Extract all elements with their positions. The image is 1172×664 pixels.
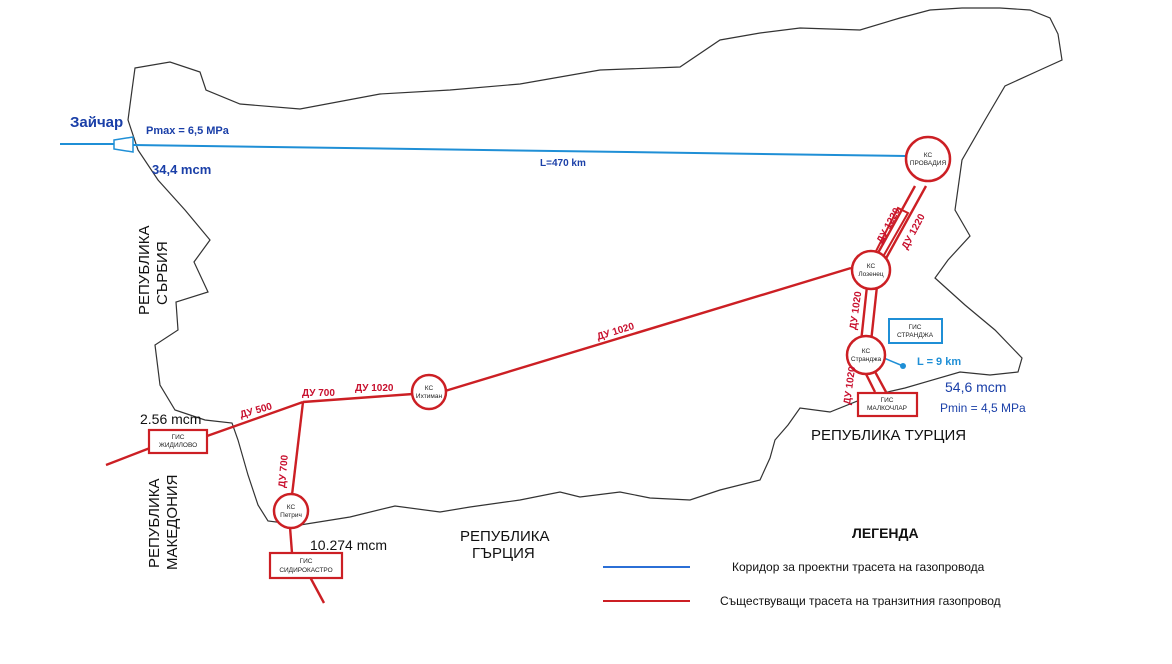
pipe-label: ДУ 1020	[848, 290, 864, 330]
svg-text:КС: КС	[862, 348, 871, 355]
station-sidirokastro: ГИС СИДИРОКАСТРО	[268, 551, 344, 580]
country-greece: ГЪРЦИЯ	[472, 545, 535, 562]
pmax-label: Pmax = 6,5 MPa	[146, 125, 230, 137]
corridor-pipeline	[60, 136, 907, 369]
svg-text:ПРОВАДИЯ: ПРОВАДИЯ	[910, 160, 947, 167]
svg-text:КС: КС	[287, 504, 296, 511]
svg-text:КС: КС	[924, 152, 933, 159]
country-greece: РЕПУБЛИКА	[460, 528, 550, 545]
pipe-label: ДУ 1020	[355, 383, 394, 394]
mcm-zhidilovo: 2.56 mcm	[140, 411, 201, 427]
length-main: L=470 km	[540, 158, 586, 169]
length-short: L = 9 km	[917, 356, 961, 368]
country-macedonia: МАКЕДОНИЯ	[164, 474, 181, 570]
station-ihtiman: КС Ихтиман	[410, 373, 448, 411]
station-lozenets: КС Лозенец	[850, 249, 892, 291]
svg-text:СТРАНДЖА: СТРАНДЖА	[897, 332, 934, 339]
svg-text:ЖИДИЛОВО: ЖИДИЛОВО	[159, 442, 197, 449]
pmin-label: Pmin = 4,5 MPa	[940, 401, 1026, 415]
country-turkey: РЕПУБЛИКА ТУРЦИЯ	[811, 427, 966, 444]
svg-text:СИДИРОКАСТРО: СИДИРОКАСТРО	[279, 567, 332, 574]
svg-text:Петрич: Петрич	[280, 512, 302, 519]
country-serbia: РЕПУБЛИКА	[136, 225, 153, 315]
svg-text:МАЛКОЧЛАР: МАЛКОЧЛАР	[867, 405, 907, 412]
mcm-strandzha: 54,6 mcm	[945, 379, 1006, 395]
svg-text:Странджа: Странджа	[851, 356, 882, 363]
station-zhidilovo: ГИС ЖИДИЛОВО	[147, 428, 209, 455]
city-zaichar: Зайчар	[70, 114, 123, 131]
svg-text:ГИС: ГИС	[300, 558, 313, 565]
svg-text:Ихтиман: Ихтиман	[416, 393, 443, 400]
pipe-label: ДУ 1220	[875, 206, 903, 246]
legend: ЛЕГЕНДА Коридор за проектни трасета на г…	[603, 525, 1001, 608]
svg-text:ГИС: ГИС	[172, 434, 185, 441]
mcm-sidirokastro: 10.274 mcm	[310, 537, 387, 553]
station-strandzha-gis: ГИС СТРАНДЖА	[888, 318, 943, 344]
legend-title: ЛЕГЕНДА	[852, 525, 919, 541]
country-serbia: СЪРБИЯ	[154, 241, 171, 305]
station-petrich: КС Петрич	[272, 492, 310, 530]
pipe-label: ДУ 700	[277, 454, 291, 488]
svg-text:КС: КС	[425, 385, 434, 392]
legend-existing-label: Съществуващи трасета на транзитния газоп…	[720, 594, 1001, 608]
legend-corridor-label: Коридор за проектни трасета на газопрово…	[732, 560, 985, 574]
pipe-label: ДУ 1020	[842, 365, 858, 405]
pipe-label: ДУ 700	[302, 388, 335, 399]
station-provadia: КС ПРОВАДИЯ	[904, 135, 952, 183]
svg-text:Лозенец: Лозенец	[858, 271, 884, 278]
svg-text:ГИС: ГИС	[909, 324, 922, 331]
station-strandzha-ks: КС Странджа	[845, 334, 887, 376]
station-malkochlar: ГИС МАЛКОЧЛАР	[856, 391, 919, 418]
svg-text:КС: КС	[867, 263, 876, 270]
bulgaria-border	[127, 7, 1063, 526]
svg-text:ГИС: ГИС	[881, 397, 894, 404]
mcm-zaichar: 34,4 mcm	[152, 162, 211, 177]
country-macedonia: РЕПУБЛИКА	[146, 478, 163, 568]
